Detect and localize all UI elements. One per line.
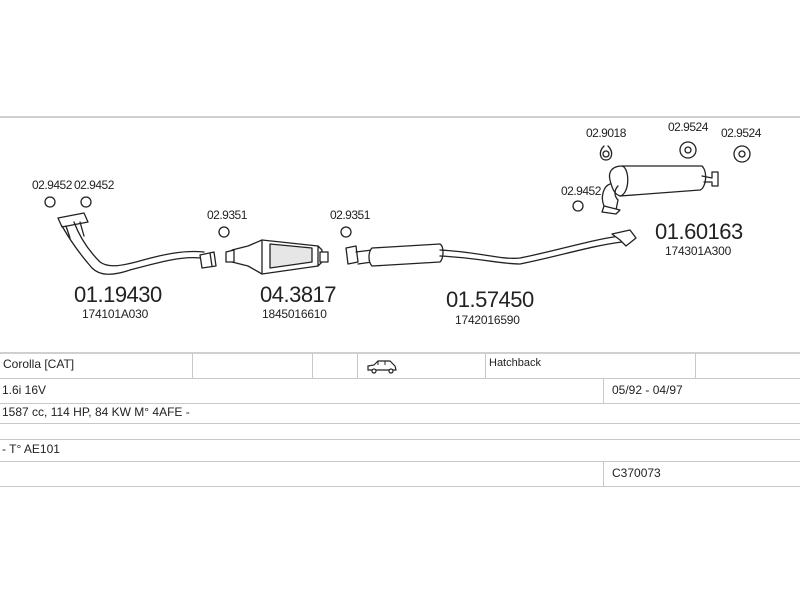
sealing-ring-icon <box>44 196 584 238</box>
table-row-type: - T° AE101 <box>0 439 800 462</box>
catalog-divider <box>0 461 604 486</box>
vehicle-type: - T° AE101 <box>2 442 60 456</box>
front-pipe-icon <box>57 212 217 275</box>
oem-number-rear-muffler: 174301A300 <box>665 244 732 258</box>
catalytic-converter-icon <box>225 239 329 275</box>
part-number-front-pipe[interactable]: 01.19430 <box>74 282 162 307</box>
table-row-specs: 1587 cc, 114 HP, 84 KW M° 4AFE - <box>0 403 800 424</box>
vehicle-specs: 1587 cc, 114 HP, 84 KW M° 4AFE - <box>2 405 190 419</box>
top-frame-line <box>0 116 800 118</box>
part-number-rear-muffler[interactable]: 01.60163 <box>655 219 743 244</box>
part-number-catalyst[interactable]: 04.3817 <box>260 282 337 307</box>
table-row-catalog: C370073 <box>0 461 800 487</box>
oem-number-catalyst: 1845016610 <box>262 307 327 321</box>
catalog-code: C370073 <box>612 466 661 480</box>
vehicle-period: 05/92 - 04/97 <box>612 383 683 397</box>
gasket-label-3: 02.9351 <box>207 208 247 222</box>
gasket-label-8: 02.9452 <box>561 184 601 198</box>
gasket-label-7: 02.9524 <box>721 126 761 140</box>
engine-divider <box>0 378 604 403</box>
empty-cell-3 <box>696 354 800 378</box>
part-number-middle-silencer[interactable]: 01.57450 <box>446 287 534 312</box>
table-row-engine: 1.6i 16V 05/92 - 04/97 <box>0 378 800 404</box>
model-cell: Corolla [CAT] <box>0 354 193 378</box>
rear-muffler-icon <box>601 165 719 215</box>
table-row-model: Corolla [CAT] Hatchback <box>0 354 800 379</box>
body-icon-cell <box>358 354 486 378</box>
table-row-spacer <box>0 423 800 440</box>
vehicle-engine: 1.6i 16V <box>2 383 47 397</box>
table-top-line <box>0 352 800 354</box>
vehicle-body-type: Hatchback <box>489 357 541 369</box>
gasket-label-2: 02.9452 <box>74 178 114 192</box>
oem-number-middle-silencer: 1742016590 <box>455 313 520 327</box>
empty-cell-1 <box>193 354 313 378</box>
hatchback-car-icon <box>367 360 397 374</box>
exhaust-diagram <box>44 141 751 275</box>
empty-cell-2 <box>313 354 358 378</box>
vehicle-model: Corolla [CAT] <box>3 357 75 371</box>
gasket-label-6: 02.9524 <box>668 120 708 134</box>
body-type-cell: Hatchback <box>486 354 696 378</box>
muffler-icon <box>345 229 637 267</box>
gasket-label-1: 02.9452 <box>32 178 72 192</box>
gasket-label-4: 02.9351 <box>330 208 370 222</box>
gasket-label-5: 02.9018 <box>586 126 626 140</box>
oem-number-front-pipe: 174101A030 <box>82 307 149 321</box>
hanger-icon <box>599 141 751 163</box>
